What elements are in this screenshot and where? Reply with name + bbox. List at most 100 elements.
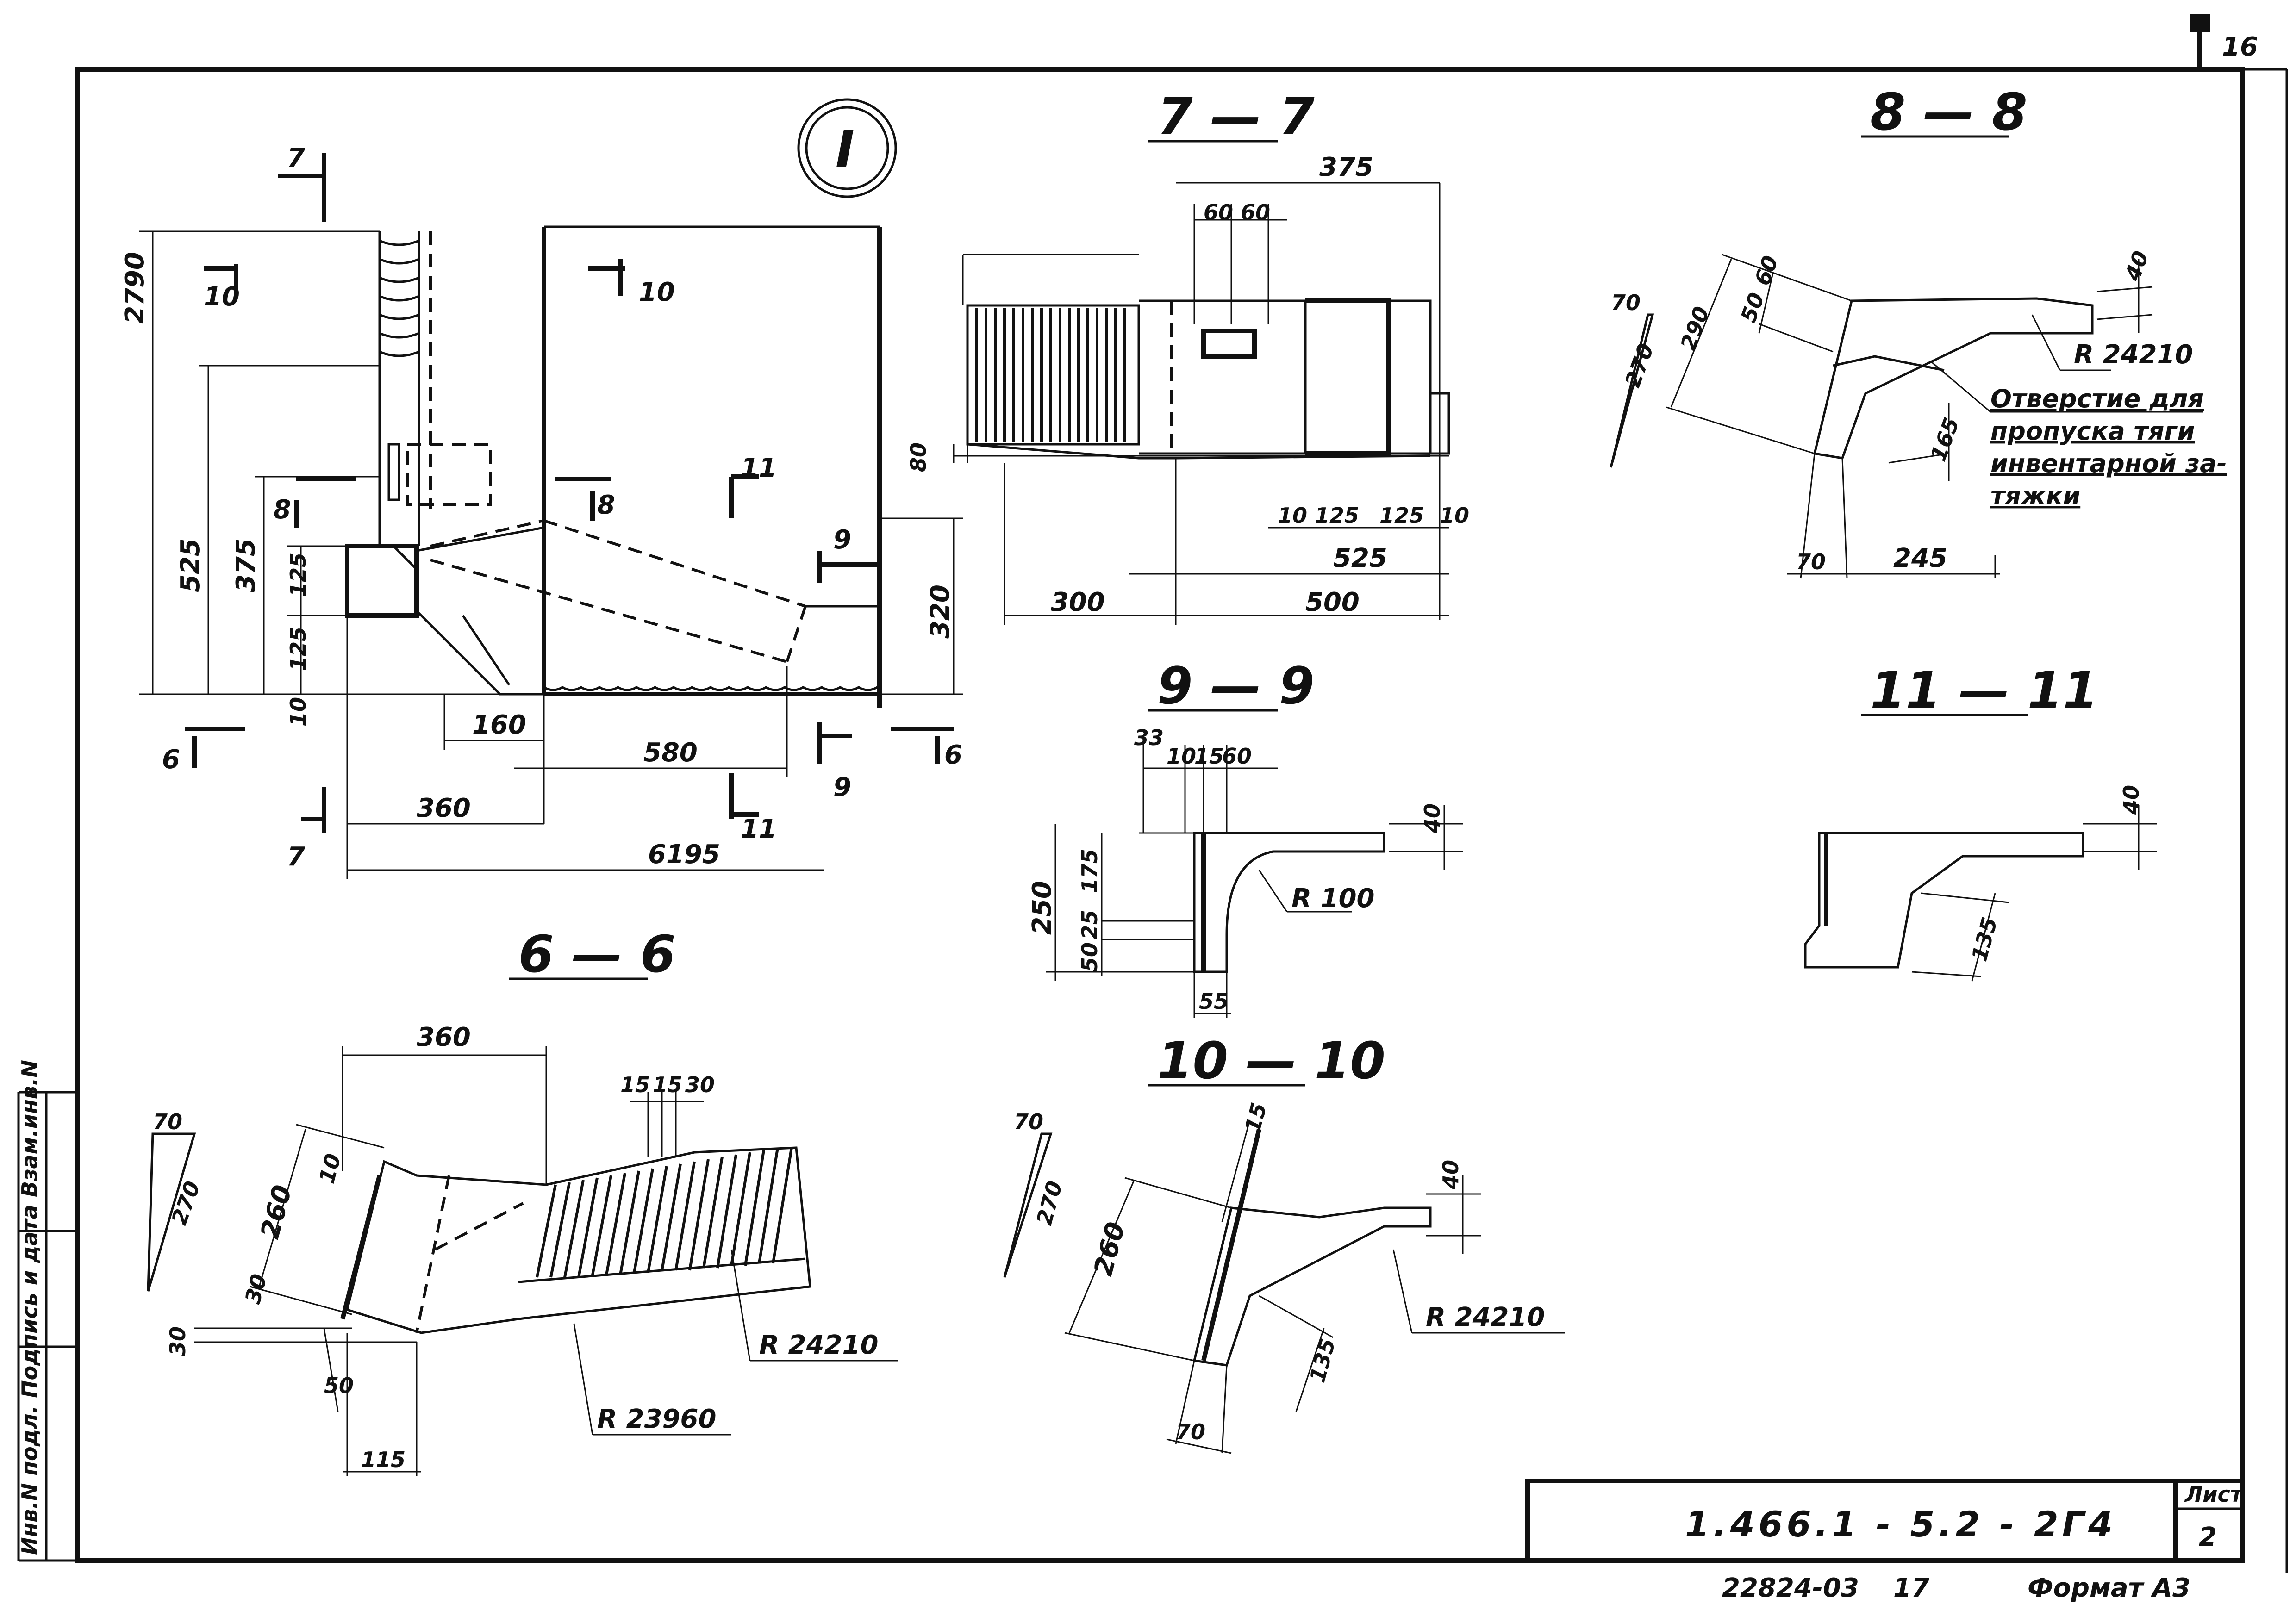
dim-360: 360 (417, 793, 471, 823)
section-1111-dim-135: 135 (1966, 914, 2002, 964)
section-77-dim-125a: 125 (1315, 503, 1359, 528)
plan-view (139, 153, 963, 879)
section-88-dim-70: 70 (1611, 290, 1641, 315)
section-1010-drawing (1003, 1119, 1565, 1454)
section-88-drawing (1610, 254, 2203, 579)
cut-label-10-right: 10 (639, 277, 675, 307)
section-88-radius: R 24210 (2074, 340, 2193, 370)
section-77-dim-125b: 125 (1379, 503, 1424, 528)
cut-label-11-bottom: 11 (741, 814, 777, 844)
dim-160: 160 (472, 710, 526, 740)
title-block-code: 1.466.1 - 5.2 - 2Г4 (1685, 1504, 2116, 1545)
section-77-dim-60a: 60 (1204, 200, 1233, 225)
dim-2790: 2790 (120, 252, 150, 324)
section-88-note-line3: инвентарной за- (1990, 449, 2227, 478)
section-1010-dim-270: 270 (1031, 1178, 1067, 1228)
section-88-dim-40: 40 (2120, 248, 2153, 285)
section-99-dim-55: 55 (1199, 989, 1229, 1014)
section-99-title: 9 — 9 (1157, 656, 1315, 715)
section-77-dim-60b: 60 (1241, 200, 1270, 225)
section-66-radius-23960: R 23960 (597, 1404, 716, 1434)
section-66-dim-10: 10 (314, 1151, 346, 1186)
section-77-dim-300: 300 (1051, 587, 1105, 617)
section-88-dim-245: 245 (1893, 543, 1947, 573)
section-77-dim-10b: 10 (1440, 503, 1469, 528)
section-88-note-line1: Отверстие для (1990, 384, 2204, 413)
dim-6195: 6195 (648, 839, 720, 870)
section-1111-title: 11 — 11 (1870, 661, 2098, 720)
section-99-dim-250: 250 (1027, 881, 1057, 935)
cut-label-9-bottom: 9 (833, 772, 851, 802)
section-66-dim-30b: 30 (240, 1271, 272, 1306)
cut-label-6-left: 6 (162, 745, 180, 775)
page-number: 16 (2222, 32, 2258, 62)
dim-375: 375 (231, 538, 261, 592)
title-block-list-label: Лист (2184, 1482, 2244, 1507)
cut-label-8-right: 8 (597, 490, 615, 520)
page-marker (2190, 14, 2210, 67)
section-88-dim-70b: 70 (1796, 549, 1826, 574)
section-77-title: 7 — 7 (1157, 87, 1315, 146)
title-block (1525, 1479, 2245, 1563)
section-99-dim-10: 10 (1167, 744, 1196, 769)
section-66-dim-30: 30 (685, 1072, 715, 1097)
section-1010-dim-40: 40 (1438, 1160, 1463, 1190)
inventory-number: 22824-03 (1722, 1573, 1859, 1603)
section-99-dim-40: 40 (1420, 803, 1445, 833)
section-99-radius: R 100 (1292, 883, 1375, 914)
section-99-drawing (1046, 740, 1463, 1018)
section-88-note-line2: пропуска тяги (1990, 417, 2195, 446)
section-77-drawing (953, 182, 1450, 625)
format-label: Формат А3 (2028, 1573, 2190, 1603)
cut-label-10-left: 10 (204, 282, 240, 312)
dim-125b: 125 (286, 627, 311, 671)
section-66-dim-360: 360 (417, 1022, 471, 1052)
dim-125a: 125 (286, 553, 311, 597)
dim-320: 320 (925, 585, 955, 639)
cut-label-7-top: 7 (287, 143, 305, 173)
title-block-list-number: 2 (2199, 1522, 2217, 1552)
section-99-dim-25: 25 (1077, 910, 1102, 939)
section-66-dim-15a: 15 (620, 1072, 650, 1097)
section-1111-drawing (1804, 805, 2157, 982)
dim-10: 10 (286, 697, 311, 727)
detail-circle-label: I (836, 119, 855, 179)
cut-label-9-top: 9 (833, 525, 851, 555)
section-88-dim-270: 270 (1620, 340, 1659, 391)
section-99-dim-60: 60 (1222, 744, 1252, 769)
copy-number: 17 (1893, 1573, 1929, 1603)
section-99-dim-50: 50 (1077, 942, 1102, 972)
cut-label-8-left: 8 (273, 495, 291, 525)
section-66-dim-30c: 30 (165, 1326, 190, 1356)
left-strip-label: Инв.N подл. Подпись и дата Взам.инв.N (17, 1060, 42, 1555)
section-66-dim-50: 50 (324, 1373, 354, 1398)
section-66-drawing (147, 1046, 898, 1476)
cut-label-6-right: 6 (944, 740, 962, 770)
section-77-dim-80: 80 (906, 442, 931, 472)
cut-label-11-top: 11 (741, 453, 777, 483)
section-99-dim-175: 175 (1077, 849, 1102, 893)
section-99-dim-33: 33 (1134, 725, 1164, 750)
section-99-dim-15: 15 (1194, 744, 1224, 769)
section-1010-dim-135: 135 (1304, 1336, 1340, 1385)
section-88-dim-50: 50 (1736, 289, 1770, 326)
sheet-frame (17, 67, 2288, 1573)
section-66-dim-15b: 15 (653, 1072, 682, 1097)
section-88-title: 8 — 8 (1870, 82, 2028, 142)
section-1010-dim-70b: 70 (1176, 1419, 1205, 1444)
section-66-dim-260: 260 (255, 1182, 298, 1242)
section-1111-dim-40: 40 (2119, 785, 2144, 815)
section-77-dim-525: 525 (1333, 543, 1387, 573)
section-1010-dim-15: 15 (1240, 1100, 1272, 1135)
section-88-note-line4: тяжки (1990, 481, 2080, 510)
section-88-dim-290: 290 (1676, 303, 1715, 354)
section-66-dim-70: 70 (153, 1109, 182, 1134)
section-88-dim-60: 60 (1750, 252, 1784, 289)
section-66-title: 6 — 6 (518, 925, 676, 984)
detail-circle (797, 98, 897, 198)
section-77-dim-375: 375 (1319, 152, 1373, 182)
section-1010-title: 10 — 10 (1157, 1031, 1385, 1090)
section-88-dim-165: 165 (1926, 414, 1965, 465)
section-77-dim-10a: 10 (1278, 503, 1307, 528)
